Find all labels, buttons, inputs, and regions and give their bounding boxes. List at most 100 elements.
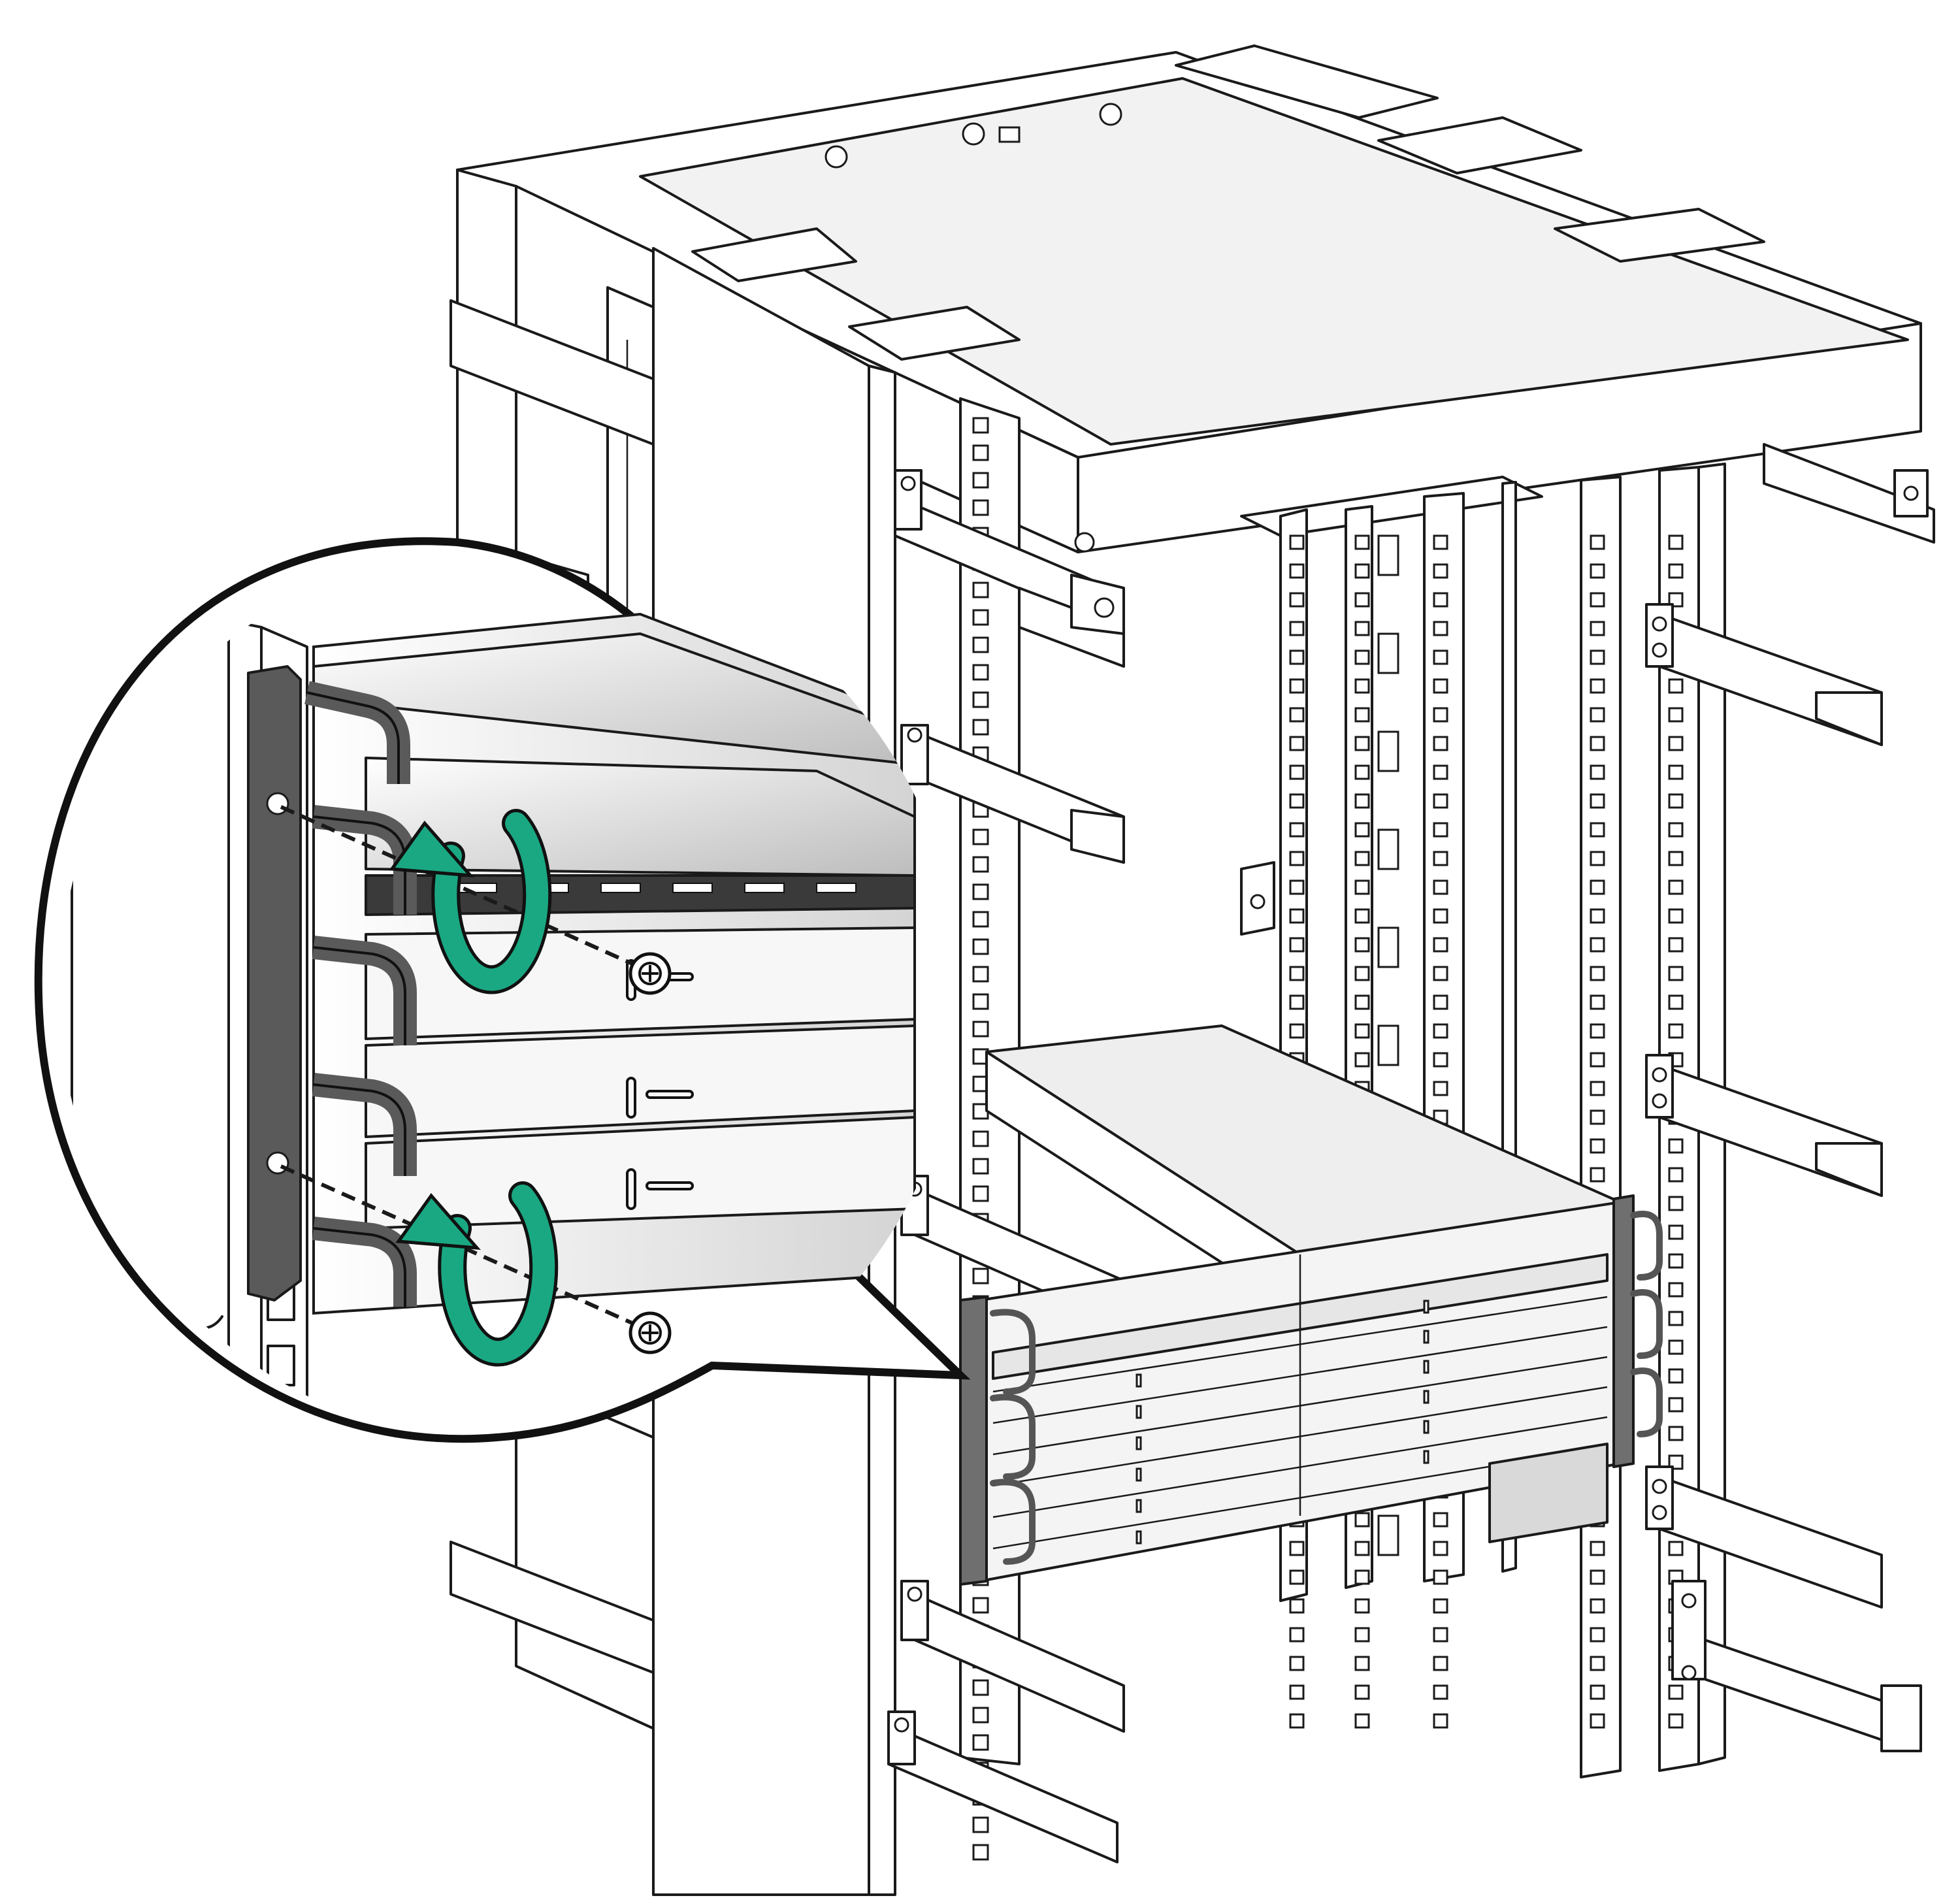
rack-square-hole xyxy=(1354,1684,1370,1700)
rack-square-hole xyxy=(1590,1138,1605,1154)
rack-square-hole xyxy=(1668,994,1684,1010)
rack-square-hole xyxy=(1289,736,1305,751)
rack-square-hole xyxy=(1433,994,1448,1010)
rack-square-hole xyxy=(1433,649,1448,665)
device-slot-ejector xyxy=(1135,1436,1142,1450)
rack-square-hole xyxy=(1668,1023,1684,1039)
panel-indicator xyxy=(672,883,713,893)
device-slot-ejector xyxy=(1135,1467,1142,1482)
rack-square-hole xyxy=(972,1130,989,1147)
rack-square-hole xyxy=(1590,1684,1605,1700)
rack-square-hole xyxy=(1433,563,1448,579)
rack-square-hole xyxy=(1433,908,1448,924)
rack-square-hole xyxy=(1289,879,1305,895)
rack-square-hole xyxy=(1590,764,1605,780)
rack-square-hole xyxy=(1668,678,1684,694)
rack-square-hole xyxy=(1668,793,1684,809)
rack-square-hole xyxy=(1354,563,1370,579)
rack-square-hole xyxy=(1433,879,1448,895)
rack-square-hole xyxy=(1354,621,1370,636)
rack-square-hole xyxy=(1590,1569,1605,1585)
rack-square-hole xyxy=(1590,937,1605,953)
rack-square-hole xyxy=(1433,793,1448,809)
rack-square-hole xyxy=(972,966,989,983)
zoom-callout-bubble xyxy=(34,537,971,1444)
rack-square-hole xyxy=(1354,1627,1370,1643)
device-slot-ejector xyxy=(1423,1450,1429,1464)
rack-square-hole xyxy=(1590,851,1605,866)
rack-slot-hole xyxy=(1377,1024,1399,1066)
device-slot-ejector xyxy=(1423,1300,1429,1314)
rack-square-hole xyxy=(1354,1569,1370,1585)
rack-square-hole xyxy=(1433,764,1448,780)
rack-square-hole xyxy=(972,993,989,1010)
rack-square-hole xyxy=(1590,1656,1605,1671)
rack-square-hole xyxy=(1590,736,1605,751)
rack-square-hole xyxy=(1590,822,1605,838)
rack-square-hole xyxy=(1590,649,1605,665)
rack-square-hole xyxy=(1668,1339,1684,1355)
rack-square-hole xyxy=(1433,1569,1448,1585)
rack-square-hole xyxy=(1289,994,1305,1010)
device-chassis xyxy=(959,1024,1663,1586)
rack-square-hole xyxy=(972,1707,989,1724)
rack-square-hole xyxy=(1433,621,1448,636)
rack-square-hole xyxy=(1668,1253,1684,1269)
rack-square-hole xyxy=(1433,736,1448,751)
rack-square-hole xyxy=(1289,764,1305,780)
rack-square-hole xyxy=(1354,736,1370,751)
rack-square-hole xyxy=(1433,1512,1448,1528)
rack-square-hole xyxy=(1354,764,1370,780)
rack-square-hole xyxy=(1354,908,1370,924)
rack-square-hole xyxy=(1590,707,1605,723)
rack-square-hole xyxy=(1590,793,1605,809)
rack-square-hole xyxy=(1433,1541,1448,1556)
device-slot-ejector xyxy=(1423,1330,1429,1344)
rack-square-hole xyxy=(1289,707,1305,723)
rack-square-hole xyxy=(1354,937,1370,953)
rack-square-hole xyxy=(1668,1224,1684,1240)
device-slot-ejector xyxy=(1135,1405,1142,1419)
rack-square-hole xyxy=(1668,1282,1684,1298)
rack-square-hole xyxy=(1354,1713,1370,1729)
rack-square-hole xyxy=(1289,649,1305,665)
rack-square-hole xyxy=(972,1185,989,1202)
rack-square-hole xyxy=(972,828,989,845)
rack-square-hole xyxy=(1289,1023,1305,1039)
rack-square-hole xyxy=(1590,1541,1605,1556)
rack-square-hole xyxy=(1433,1598,1448,1614)
rack-slot-hole xyxy=(1377,926,1399,968)
rack-top-cover xyxy=(456,44,1922,553)
rack-square-hole xyxy=(1289,592,1305,608)
rack-slot-hole xyxy=(1377,828,1399,870)
rack-square-hole xyxy=(1289,908,1305,924)
rack-square-hole xyxy=(1289,851,1305,866)
rack-right-cable-trays xyxy=(1645,603,1883,1609)
rotation-arrow-icon xyxy=(389,809,552,994)
rack-square-hole xyxy=(1354,1052,1370,1068)
rack-square-hole xyxy=(1668,563,1684,579)
rack-square-hole xyxy=(972,1679,989,1696)
rotation-arrow-icon xyxy=(395,1181,559,1367)
rack-square-hole xyxy=(972,1021,989,1038)
rack-square-hole xyxy=(1433,1627,1448,1643)
rack-square-hole xyxy=(1668,1167,1684,1183)
rack-square-hole xyxy=(1433,1684,1448,1700)
rack-square-hole xyxy=(972,911,989,928)
panel-indicator xyxy=(744,883,785,893)
rack-square-hole xyxy=(1289,621,1305,636)
rack-square-hole xyxy=(1354,879,1370,895)
rack-square-hole xyxy=(972,581,989,598)
rack-square-hole xyxy=(1590,1627,1605,1643)
rack-square-hole xyxy=(1590,966,1605,981)
rack-square-hole xyxy=(1668,1541,1684,1556)
rack-square-hole xyxy=(1590,563,1605,579)
rack-square-hole xyxy=(1433,534,1448,550)
rack-square-hole xyxy=(1668,1196,1684,1211)
rack-square-hole xyxy=(1668,822,1684,838)
rack-square-hole xyxy=(1668,908,1684,924)
rack-square-hole xyxy=(972,609,989,626)
rack-square-hole xyxy=(1590,1023,1605,1039)
device-left-cable-bracket xyxy=(959,1296,1036,1586)
rack-square-hole xyxy=(1354,822,1370,838)
